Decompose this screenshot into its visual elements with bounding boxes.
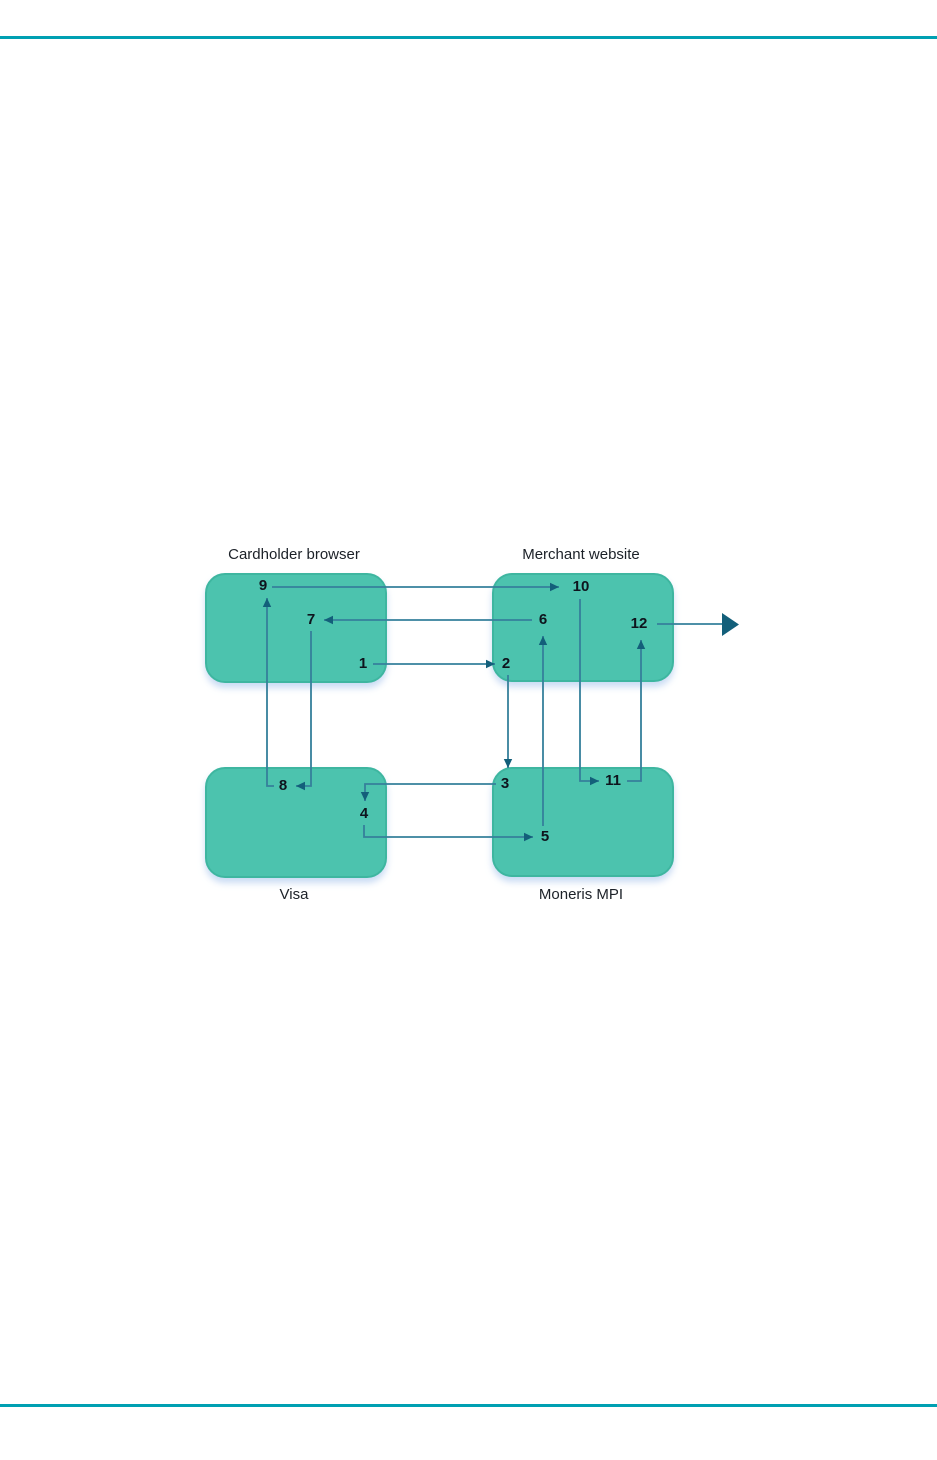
merchant-website-label: Merchant website [522,546,640,563]
visa-box [205,767,387,878]
step-label-12: 12 [630,615,648,632]
moneris-mpi-label: Moneris MPI [538,886,624,903]
visa-label: Visa [279,886,309,903]
moneris-mpi-box [492,767,674,877]
step-label-9: 9 [258,577,268,594]
step-label-5: 5 [540,828,550,845]
step-label-2: 2 [501,655,511,672]
step-label-3: 3 [500,775,510,792]
step-label-6: 6 [538,611,548,628]
step-label-1: 1 [358,655,368,672]
step-label-4: 4 [359,805,369,822]
arrow-12-exit-head [722,613,739,636]
step-label-10: 10 [572,578,590,595]
step-label-11: 11 [605,772,621,789]
step-label-7: 7 [306,611,316,628]
top-page-rule [0,36,937,39]
cardholder-browser-label: Cardholder browser [228,546,360,563]
bottom-page-rule [0,1404,937,1407]
step-label-8: 8 [278,777,288,794]
